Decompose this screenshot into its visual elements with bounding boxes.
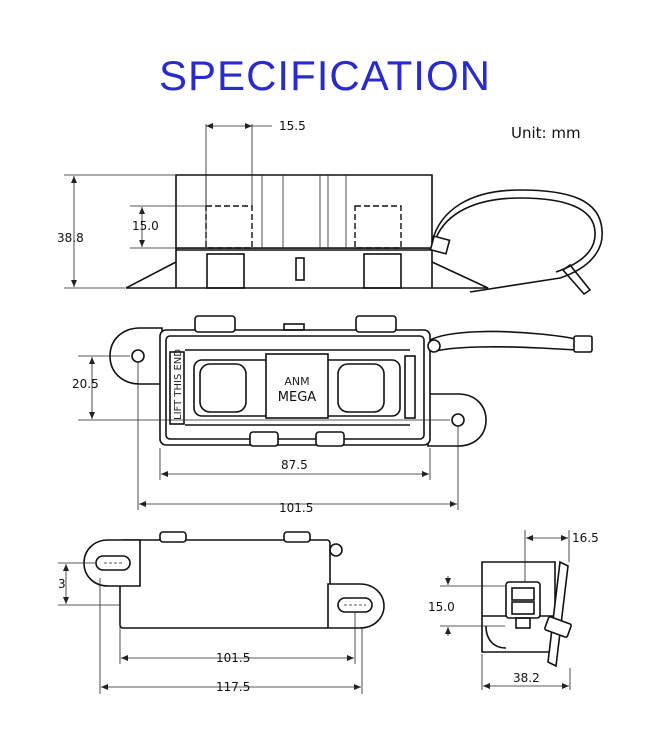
lift-this-end-label: LIFT THIS END [173,349,184,420]
front-cover [175,174,433,249]
dim-side-total-length: 117.5 [216,680,250,694]
dim-top-width: 20.5 [72,377,99,391]
side-view: 3 101.5 117.5 [58,531,385,694]
top-ear-right [427,393,487,447]
fuse-center [265,353,329,419]
dim-front-top-width: 15.5 [279,119,306,133]
dim-top-outer-length: 101.5 [279,501,313,515]
page-title: SPECIFICATION [159,52,491,99]
dim-front-height: 38.8 [57,231,84,245]
top-ear-left [109,327,163,385]
dim-end-height: 15.0 [428,600,455,614]
side-body [119,539,331,629]
dim-front-window-height: 15.0 [132,219,159,233]
fuse-label-mega: MEGA [278,390,317,405]
dim-top-inner-length: 87.5 [281,458,308,472]
dim-end-width: 38.2 [513,671,540,685]
front-base [125,247,489,289]
top-cable-tie [429,330,585,343]
dim-side-body-length: 101.5 [216,651,250,665]
front-view: 15.5 38.8 15.0 [57,119,603,296]
dim-end-top-width: 16.5 [572,531,599,545]
side-ear-right [327,583,385,629]
dim-side-left-partial: 3 [58,577,66,591]
unit-label: Unit: mm [511,124,581,142]
end-view: 16.5 15.0 38.2 [428,530,599,690]
fuse-label-anm: ANM [284,375,309,388]
top-view: LIFT THIS END ANM MEGA 20.5 87.5 101.5 [72,315,593,515]
front-window-right [354,205,402,249]
front-window-left [205,205,253,249]
front-cable-tie [431,189,603,293]
